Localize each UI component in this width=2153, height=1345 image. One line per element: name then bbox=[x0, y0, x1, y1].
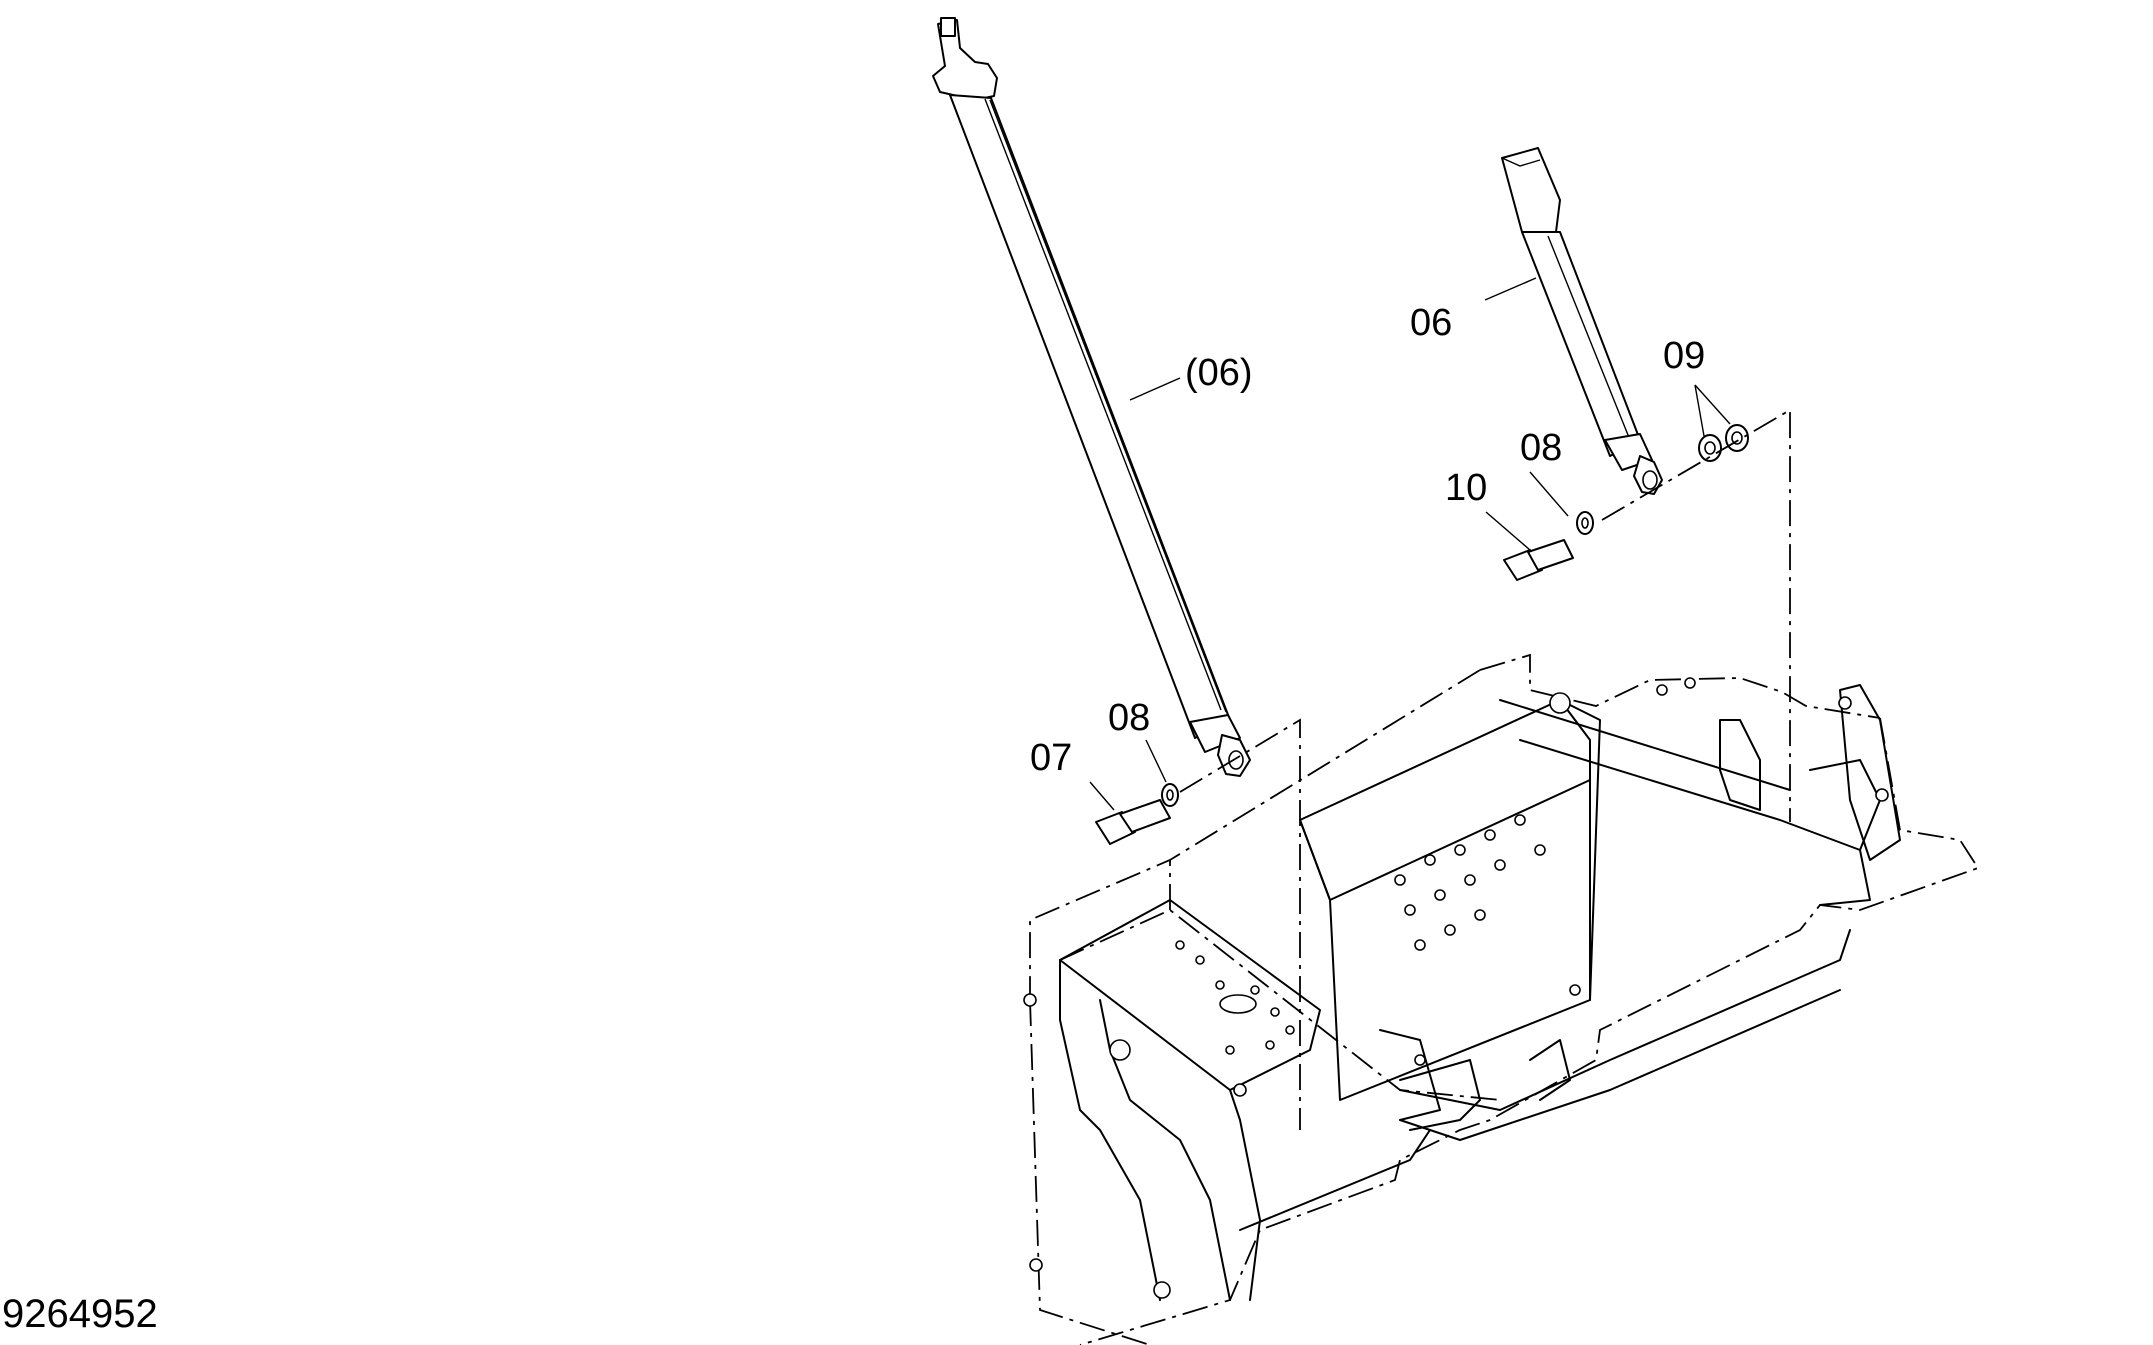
callout-09: 09 bbox=[1663, 335, 1705, 377]
bolt-10 bbox=[1503, 539, 1574, 581]
callout-10: 10 bbox=[1445, 467, 1487, 509]
center-lines bbox=[1179, 408, 1791, 1130]
long-gas-strut bbox=[932, 17, 1251, 777]
base-frame bbox=[1023, 653, 1980, 1345]
callout-08-right: 08 bbox=[1520, 427, 1562, 469]
bolt-07 bbox=[1095, 799, 1171, 845]
callout-06: 06 bbox=[1410, 302, 1452, 344]
callout-07: 07 bbox=[1030, 737, 1072, 779]
short-gas-strut bbox=[1501, 147, 1663, 495]
washer-08-right bbox=[1576, 511, 1594, 535]
callout-08-left: 08 bbox=[1108, 697, 1150, 739]
leader-lines bbox=[1089, 277, 1731, 811]
nut-washer-09 bbox=[1698, 424, 1749, 462]
callout-labels: (06) 06 09 08 10 08 07 bbox=[1030, 302, 1705, 779]
drawing-number: 9264952 bbox=[2, 1292, 158, 1336]
washer-08-left bbox=[1161, 783, 1179, 807]
callout-06-ref: (06) bbox=[1185, 352, 1253, 394]
